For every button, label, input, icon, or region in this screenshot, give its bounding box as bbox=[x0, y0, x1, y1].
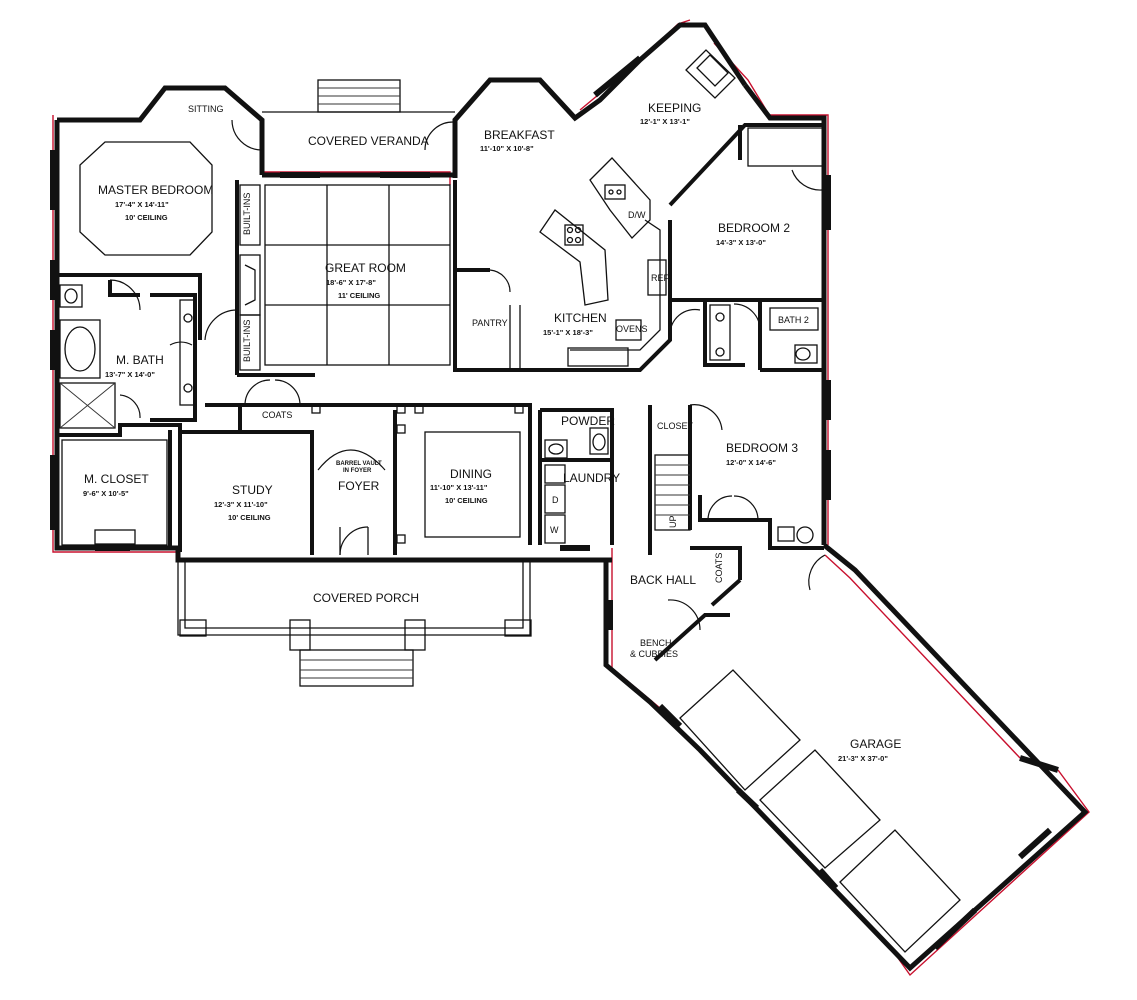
label-powder: POWDER bbox=[561, 414, 615, 428]
label-dryer: D bbox=[552, 495, 559, 505]
label-built-ins-bottom: BUILT-INS bbox=[242, 320, 252, 362]
dims-kitchen: 15'-1" X 18'-3" bbox=[543, 328, 593, 337]
label-kitchen: KITCHEN bbox=[554, 311, 607, 325]
great-room-coffered-ceiling bbox=[204, 184, 451, 371]
label-dishwasher: D/W bbox=[628, 210, 646, 220]
room-labels: SITTING MASTER BEDROOM 17'-4" X 14'-11" … bbox=[83, 101, 901, 763]
kitchen-fixtures bbox=[489, 157, 701, 370]
dims-m-closet: 9'-6" X 10'-5" bbox=[83, 489, 129, 498]
label-sitting: SITTING bbox=[188, 104, 224, 114]
label-breakfast: BREAKFAST bbox=[484, 128, 555, 142]
label-bedroom-2: BEDROOM 2 bbox=[718, 221, 790, 235]
note-dining: 10' CEILING bbox=[445, 496, 488, 505]
label-washer: W bbox=[550, 525, 559, 535]
label-m-bath: M. BATH bbox=[116, 353, 164, 367]
note-master-bedroom: 10' CEILING bbox=[125, 213, 168, 222]
master-bath-fixtures bbox=[59, 279, 195, 546]
dims-master-bedroom: 17'-4" X 14'-11" bbox=[115, 200, 169, 209]
label-garage: GARAGE bbox=[850, 737, 901, 751]
keeping-fireplace bbox=[685, 49, 736, 99]
label-bath-2: BATH 2 bbox=[778, 315, 809, 325]
dims-keeping: 12'-1" X 13'-1" bbox=[640, 117, 690, 126]
dims-study: 12'-3" X 11'-10" bbox=[214, 500, 268, 509]
label-cubbies: & CUBBIES bbox=[630, 649, 678, 659]
stairs bbox=[654, 404, 826, 631]
interior-walls bbox=[57, 123, 824, 662]
note-foyer-1: BARREL VAULT bbox=[336, 461, 382, 467]
note-study: 10' CEILING bbox=[228, 513, 271, 522]
label-ovens: OVENS bbox=[616, 324, 648, 334]
label-covered-porch: COVERED PORCH bbox=[313, 591, 419, 605]
dims-bedroom-2: 14'-3" X 13'-0" bbox=[716, 238, 766, 247]
fixture-labels: BUILT-INS BUILT-INS COATS COATS D/W REF.… bbox=[242, 193, 724, 659]
dims-breakfast: 11'-10" X 10'-8" bbox=[480, 144, 534, 153]
label-laundry: LAUNDRY bbox=[563, 471, 620, 485]
label-dining: DINING bbox=[450, 467, 492, 481]
label-coats-front: COATS bbox=[262, 410, 292, 420]
label-foyer: FOYER bbox=[338, 479, 380, 493]
covered-veranda bbox=[231, 79, 455, 151]
dims-m-bath: 13'-7" X 14'-0" bbox=[105, 370, 155, 379]
label-study: STUDY bbox=[232, 483, 273, 497]
label-refrigerator: REF. bbox=[651, 273, 671, 283]
note-foyer-2: IN FOYER bbox=[343, 468, 372, 474]
label-bench: BENCH bbox=[640, 638, 672, 648]
label-pantry: PANTRY bbox=[472, 318, 508, 328]
bath-2-fixtures bbox=[709, 127, 825, 364]
powder-laundry-fixtures bbox=[544, 427, 609, 544]
dims-garage: 21'-3" X 37'-0" bbox=[838, 754, 888, 763]
label-stairs-up: UP bbox=[668, 515, 678, 528]
garage-details bbox=[679, 669, 961, 953]
label-bedroom-3: BEDROOM 3 bbox=[726, 441, 798, 455]
label-m-closet: M. CLOSET bbox=[84, 472, 149, 486]
label-coats-back: COATS bbox=[714, 553, 724, 583]
exterior-walls bbox=[54, 22, 1089, 972]
label-back-hall: BACK HALL bbox=[630, 573, 696, 587]
windows bbox=[50, 55, 1059, 951]
foyer-dining-details bbox=[244, 379, 524, 556]
label-closet: CLOSET bbox=[657, 421, 694, 431]
exterior-outline bbox=[52, 19, 1090, 977]
dims-great-room: 18'-6" X 17'-8" bbox=[326, 278, 376, 287]
note-great-room: 11' CEILING bbox=[338, 291, 380, 300]
label-built-ins-top: BUILT-INS bbox=[242, 193, 252, 235]
label-keeping: KEEPING bbox=[648, 101, 701, 115]
label-master-bedroom: MASTER BEDROOM bbox=[98, 183, 213, 197]
label-covered-veranda: COVERED VERANDA bbox=[308, 134, 429, 148]
dims-dining: 11'-10" X 13'-11" bbox=[430, 483, 488, 492]
covered-porch bbox=[177, 562, 532, 687]
label-great-room: GREAT ROOM bbox=[325, 261, 406, 275]
dims-bedroom-3: 12'-0" X 14'-6" bbox=[726, 458, 776, 467]
master-tray-ceiling bbox=[79, 141, 213, 256]
